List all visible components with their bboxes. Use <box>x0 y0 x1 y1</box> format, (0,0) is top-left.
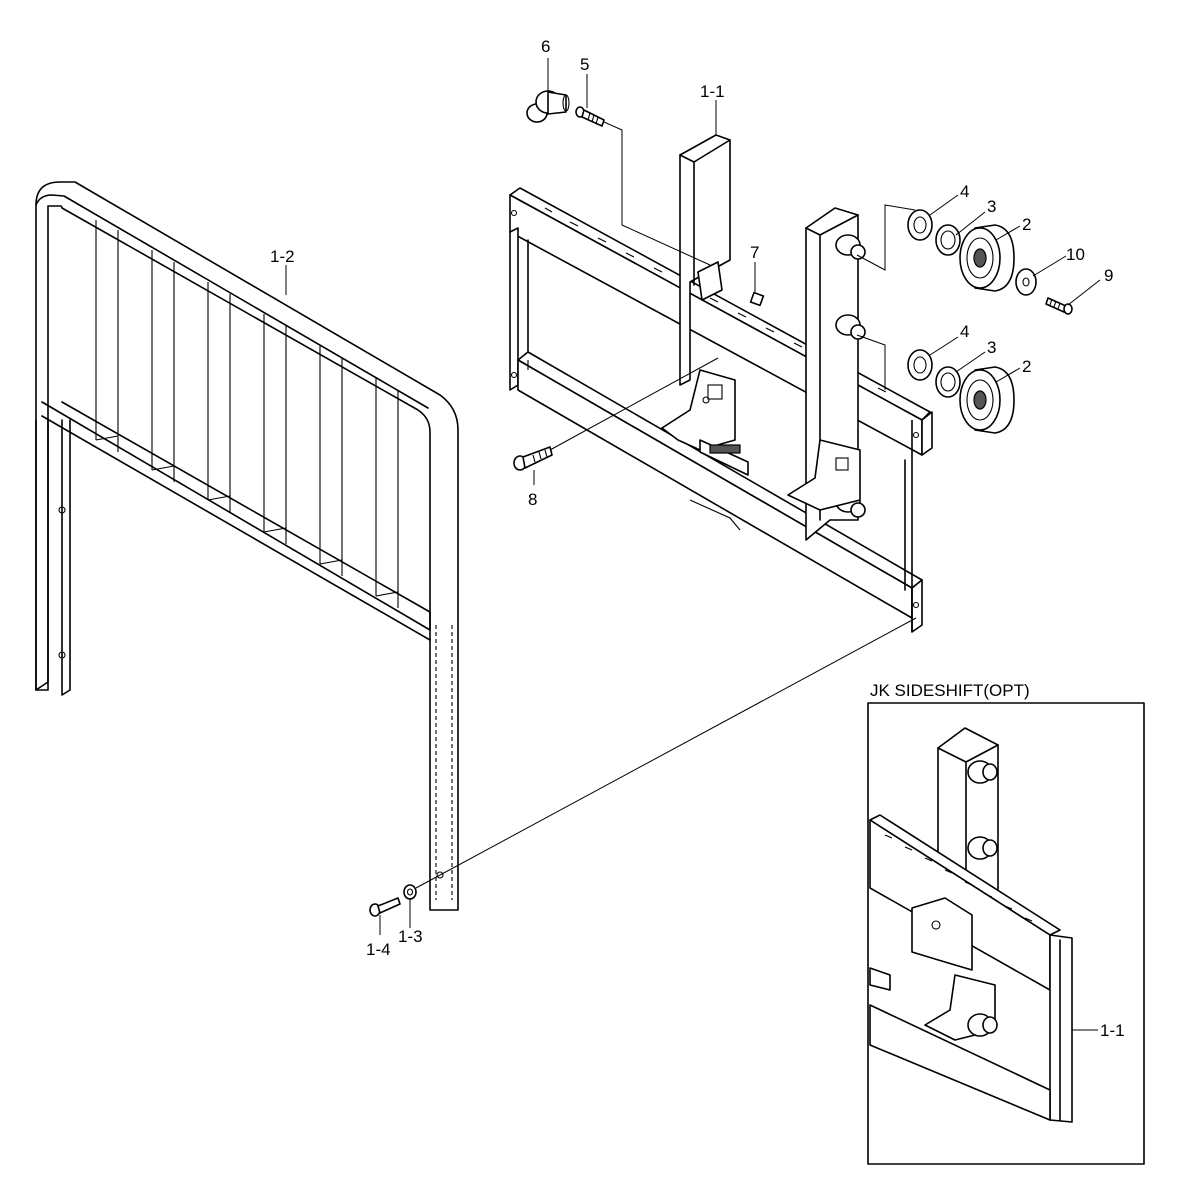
part-label-8: 8 <box>528 490 537 509</box>
part-label-1-2: 1-2 <box>270 247 295 266</box>
inset-part-label-1-1: 1-1 <box>1100 1021 1125 1040</box>
bolt-part-5 <box>575 106 605 127</box>
part-label-9: 9 <box>1104 266 1113 285</box>
part-label-1-3: 1-3 <box>398 927 423 946</box>
part-label-1-4: 1-4 <box>366 940 391 959</box>
roller-stud-part-6 <box>526 90 570 123</box>
load-backrest <box>35 181 459 911</box>
part-label-1-1: 1-1 <box>700 82 725 101</box>
part-label-5: 5 <box>580 55 589 74</box>
bearing-part-2 <box>959 224 1015 434</box>
bolt-part-1-4 <box>369 897 401 917</box>
inset-jk-sideshift <box>867 702 1145 1165</box>
washer-part-10 <box>1015 268 1037 296</box>
part-label-4-lower: 4 <box>960 322 969 341</box>
inset-title: JK SIDESHIFT(OPT) <box>870 681 1030 700</box>
part-label-3-upper: 3 <box>987 197 996 216</box>
bolt-part-8 <box>513 446 553 471</box>
part-label-4-upper: 4 <box>960 182 969 201</box>
part-label-2-upper: 2 <box>1022 215 1031 234</box>
part-label-6: 6 <box>541 37 550 56</box>
screw-part-9 <box>1045 297 1073 315</box>
nut-part-7 <box>749 291 765 307</box>
part-label-2-lower: 2 <box>1022 357 1031 376</box>
part-label-10: 10 <box>1066 245 1085 264</box>
part-label-7: 7 <box>750 243 759 262</box>
carriage <box>509 134 933 633</box>
shim-part-4 <box>907 209 933 381</box>
washer-part-1-3 <box>403 884 417 900</box>
part-label-3-lower: 3 <box>987 338 996 357</box>
leader-lines <box>285 58 1101 935</box>
washer-part-3 <box>935 224 961 398</box>
